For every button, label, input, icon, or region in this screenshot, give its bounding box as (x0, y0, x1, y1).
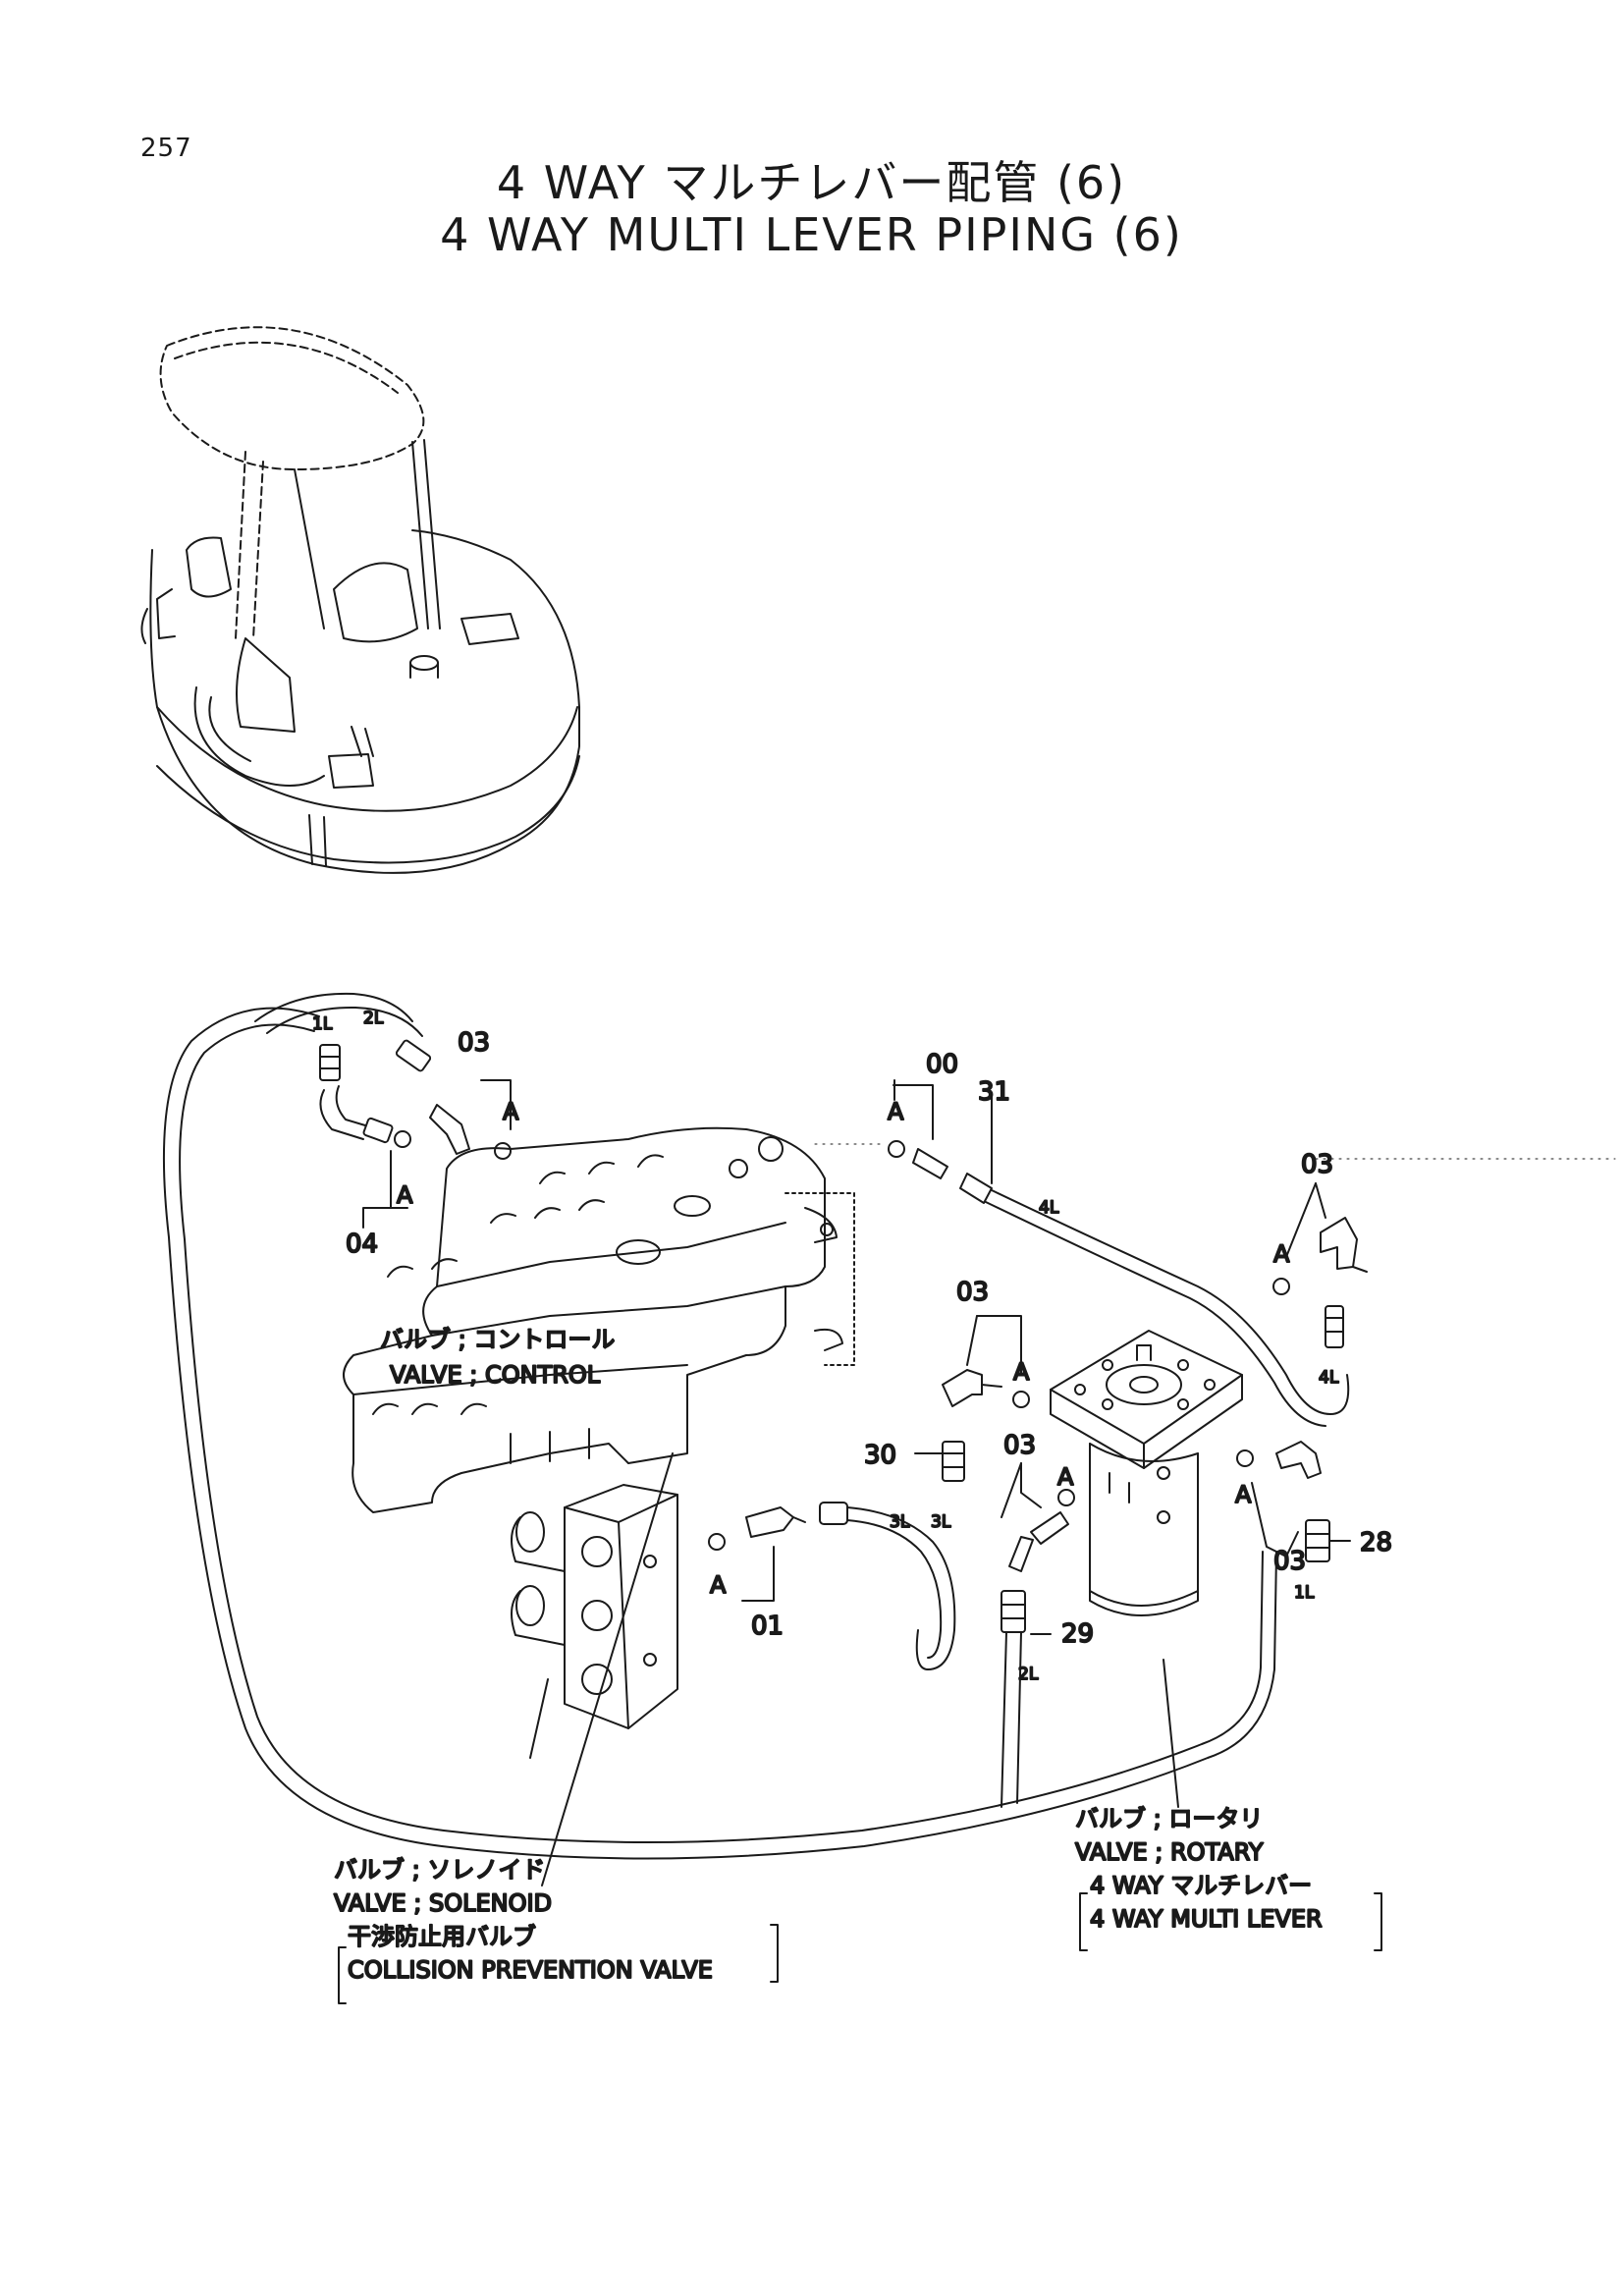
solenoid-valve-label-jp: バルブ ; ソレノイド (334, 1856, 545, 1884)
hose-tag-4l-b: 4L (1319, 1368, 1339, 1388)
connection-mark-a4: A (1273, 1240, 1290, 1268)
part-03-callout-c: 03 (956, 1278, 989, 1307)
hose-tag-1l-bottom: 1L (1294, 1583, 1315, 1603)
connection-mark-a8: A (710, 1571, 727, 1599)
page-number: 257 (140, 134, 192, 163)
control-valve-label-en: VALVE ; CONTROL (390, 1361, 601, 1389)
machine-overview-illustration (140, 326, 580, 874)
solenoid-valve-note-en: COLLISION PREVENTION VALVE (348, 1956, 713, 1984)
control-valve-label-jp: バルブ ; コントロール (380, 1326, 615, 1353)
connection-mark-a1: A (503, 1098, 519, 1125)
hose-tag-4l-a: 4L (1039, 1198, 1059, 1218)
hose-tag-2l-bottom: 2L (1018, 1665, 1039, 1684)
part-03-callout-a: 03 (458, 1028, 490, 1058)
solenoid-valve-note-jp: 干渉防止用バルブ (348, 1923, 536, 1950)
connection-mark-a2: A (397, 1181, 413, 1209)
connection-mark-a5: A (1013, 1358, 1030, 1386)
hose-tag-2l-top: 2L (363, 1009, 384, 1028)
part-31-callout: 31 (978, 1077, 1010, 1107)
part-30-callout: 30 (864, 1441, 896, 1470)
part-03-callout-d: 03 (1003, 1431, 1036, 1460)
rotary-valve-label-en: VALVE ; ROTARY (1075, 1838, 1264, 1866)
part-28-callout: 28 (1360, 1528, 1392, 1558)
connection-mark-a6: A (1057, 1463, 1074, 1491)
page-title-japanese: 4 WAY マルチレバー配管 (6) (496, 156, 1127, 209)
part-03-callout-e: 03 (1273, 1547, 1306, 1576)
hose-tag-1l-top: 1L (312, 1014, 333, 1034)
page-title-english: 4 WAY MULTI LEVER PIPING (6) (440, 208, 1183, 261)
connection-mark-a3: A (888, 1098, 904, 1125)
part-04-callout: 04 (346, 1230, 378, 1259)
piping-diagram (162, 992, 1616, 2004)
part-00-callout: 00 (926, 1050, 958, 1079)
rotary-valve-note-en: 4 WAY MULTI LEVER (1090, 1905, 1323, 1933)
hose-tag-3l-a: 3L (890, 1512, 910, 1532)
part-01-callout: 01 (751, 1612, 784, 1641)
rotary-valve-label-jp: バルブ ; ロータリ (1075, 1805, 1263, 1832)
part-29-callout: 29 (1061, 1619, 1094, 1649)
solenoid-valve-label-en: VALVE ; SOLENOID (334, 1889, 552, 1917)
connection-mark-a7: A (1235, 1481, 1252, 1508)
rotary-valve-note-jp: 4 WAY マルチレバー (1090, 1872, 1312, 1899)
hose-tag-3l-b: 3L (931, 1512, 951, 1532)
part-03-callout-b: 03 (1301, 1150, 1333, 1179)
